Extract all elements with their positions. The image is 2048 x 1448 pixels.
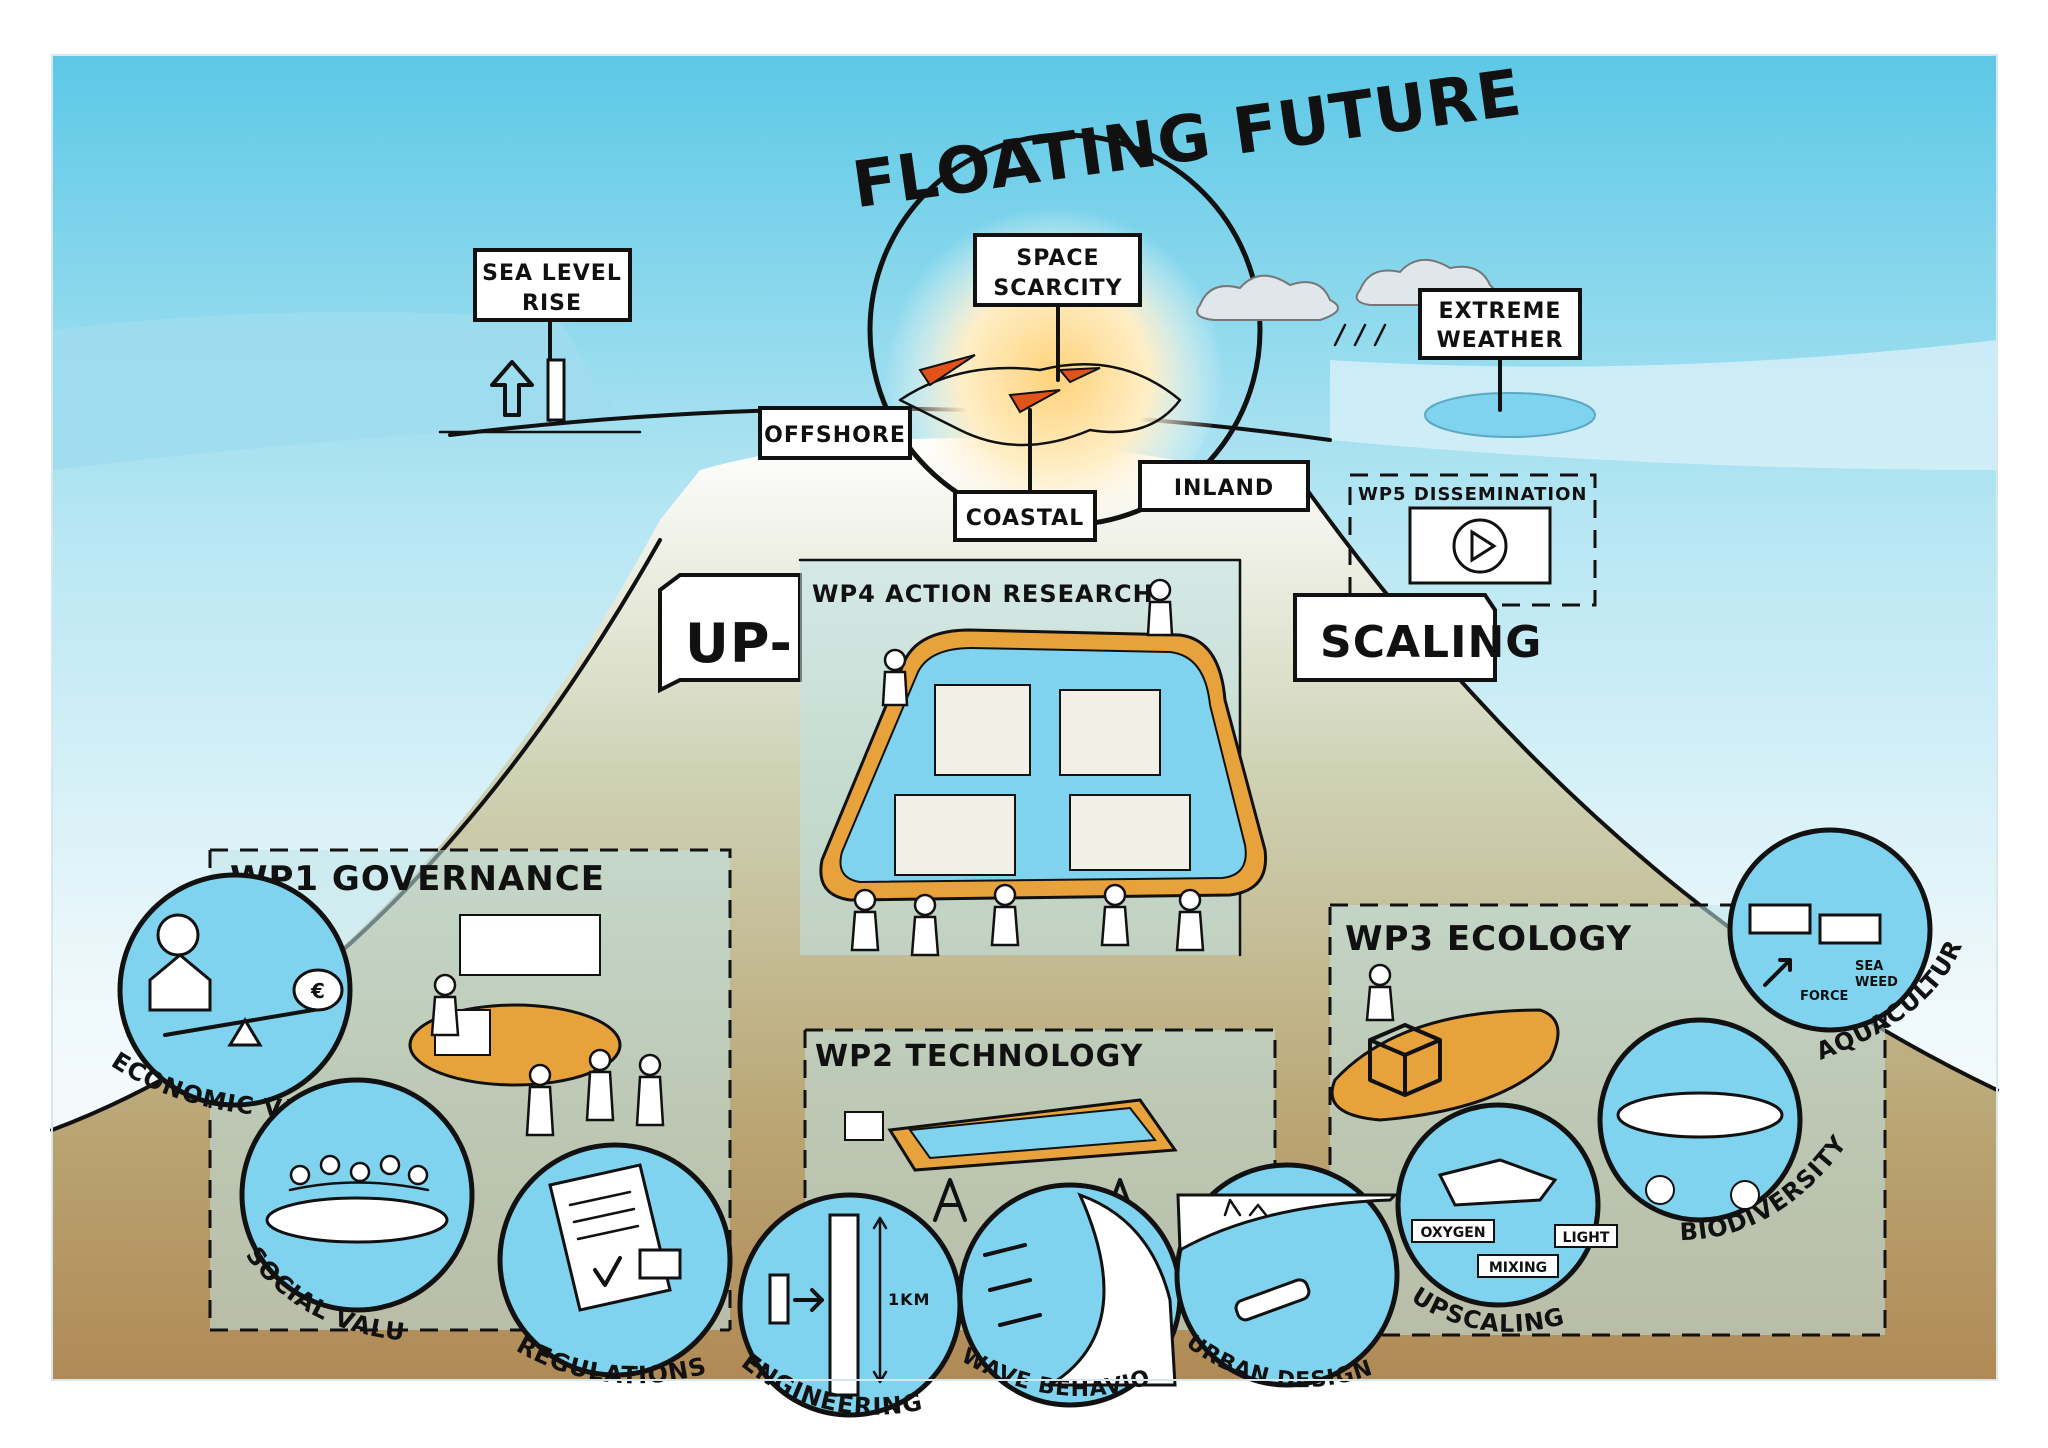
small-platform bbox=[768, 1273, 790, 1325]
floating-structure bbox=[1437, 1158, 1558, 1207]
one-km-label: 1KM bbox=[888, 1290, 930, 1309]
inland-sign: INLAND bbox=[1138, 460, 1310, 512]
engineering-topic: 1KM ENGINEERING bbox=[736, 1192, 963, 1421]
fish-icon bbox=[1730, 1180, 1760, 1210]
wp4-label: WP4 ACTION RESEARCH bbox=[812, 580, 1154, 608]
space-scarcity-sign: SPACE SCARCITY bbox=[973, 233, 1142, 382]
sea-weed-label-2: WEED bbox=[1855, 975, 1898, 990]
light-label: LIGHT bbox=[1563, 1230, 1610, 1246]
urban-design-topic: URBAN DESIGN bbox=[1174, 1162, 1400, 1393]
floating-island bbox=[1616, 1091, 1784, 1139]
island-block bbox=[1059, 689, 1161, 776]
offshore-label: OFFSHORE bbox=[764, 423, 906, 448]
inland-label: INLAND bbox=[1174, 476, 1274, 501]
rain-icon bbox=[1333, 323, 1387, 347]
up-label: UP- bbox=[685, 612, 793, 675]
oxygen-label: OXYGEN bbox=[1420, 1225, 1485, 1241]
extreme-weather-label-1: EXTREME bbox=[1439, 299, 1562, 324]
extreme-weather-sign: EXTREME WEATHER bbox=[1196, 259, 1596, 438]
island-block bbox=[894, 794, 1016, 876]
cloud-icon bbox=[1196, 274, 1339, 321]
island-block bbox=[1069, 794, 1191, 871]
fish-icon bbox=[1645, 1175, 1675, 1205]
tree-icon bbox=[156, 913, 200, 957]
space-scarcity-label-2: SCARCITY bbox=[993, 276, 1122, 301]
sea-weed-label-1: SEA bbox=[1855, 959, 1883, 974]
inland-marker bbox=[1057, 367, 1101, 384]
sea-band bbox=[52, 312, 620, 470]
scaling-banner: SCALING bbox=[1293, 593, 1542, 682]
offshore-sign: OFFSHORE bbox=[758, 406, 912, 460]
crowd-icon bbox=[288, 1154, 430, 1192]
sea-level-rise-label-1: SEA LEVEL bbox=[482, 261, 622, 286]
water-gauge bbox=[546, 358, 566, 422]
play-icon bbox=[1470, 529, 1497, 563]
sea-level-rise-sign: SEA LEVEL RISE bbox=[438, 248, 642, 434]
seaweed-raft bbox=[1748, 903, 1812, 935]
biodiversity-topic: BIODIVERSITY bbox=[1597, 1017, 1852, 1246]
extreme-weather-label-2: WEATHER bbox=[1436, 328, 1563, 353]
arrow-up-icon bbox=[490, 360, 534, 417]
space-scarcity-label-1: SPACE bbox=[1016, 246, 1099, 271]
wp4-action-research-panel: WP4 ACTION RESEARCH bbox=[798, 558, 1268, 957]
coastal-sign: COASTAL bbox=[953, 408, 1097, 542]
wp5-label: WP5 DISSEMINATION bbox=[1358, 484, 1587, 505]
computer-icon bbox=[844, 1111, 884, 1141]
regulations-topic: REGULATIONS bbox=[497, 1142, 733, 1389]
arrow-right-icon bbox=[793, 1288, 824, 1312]
puddle bbox=[1424, 392, 1596, 438]
up-banner: UP- bbox=[658, 573, 802, 694]
sea-level-rise-label-2: RISE bbox=[522, 291, 582, 316]
participants bbox=[850, 578, 1205, 957]
island-block bbox=[934, 684, 1031, 776]
euro-symbol: € bbox=[310, 979, 325, 1003]
house-icon bbox=[148, 953, 212, 1012]
coastal-marker bbox=[1008, 389, 1061, 414]
arrow-icon bbox=[1763, 958, 1792, 987]
wp3-label: WP3 ECOLOGY bbox=[1345, 919, 1632, 959]
money-bag-icon bbox=[292, 968, 344, 1012]
coastal-label: COASTAL bbox=[966, 506, 1084, 531]
map-coastline bbox=[898, 363, 1182, 447]
frame bbox=[51, 54, 1998, 1381]
raft bbox=[265, 1196, 449, 1244]
offshore-marker bbox=[918, 354, 976, 387]
upscaling-topic: OXYGEN LIGHT MIXING UPSCALING bbox=[1395, 1102, 1618, 1338]
urban-platform bbox=[1234, 1278, 1311, 1322]
cube-icon bbox=[1368, 1023, 1442, 1097]
wp2-label: WP2 TECHNOLOGY bbox=[815, 1039, 1144, 1074]
long-platform bbox=[828, 1213, 860, 1397]
balance-fulcrum bbox=[227, 1017, 263, 1047]
easel-icon bbox=[933, 1178, 967, 1222]
stamp-icon bbox=[638, 1248, 682, 1280]
whiteboard bbox=[459, 914, 601, 976]
checkmark-icon bbox=[593, 1256, 622, 1287]
seaweed-raft bbox=[1818, 913, 1882, 945]
coast-land bbox=[1176, 1193, 1399, 1253]
floating-island-model bbox=[1330, 1008, 1560, 1122]
wave-tank-water bbox=[908, 1106, 1157, 1160]
wave-icon bbox=[1044, 1192, 1177, 1387]
scaling-label: SCALING bbox=[1320, 617, 1542, 668]
force-label: FORCE bbox=[1800, 989, 1848, 1004]
mixing-label: MIXING bbox=[1489, 1260, 1547, 1276]
